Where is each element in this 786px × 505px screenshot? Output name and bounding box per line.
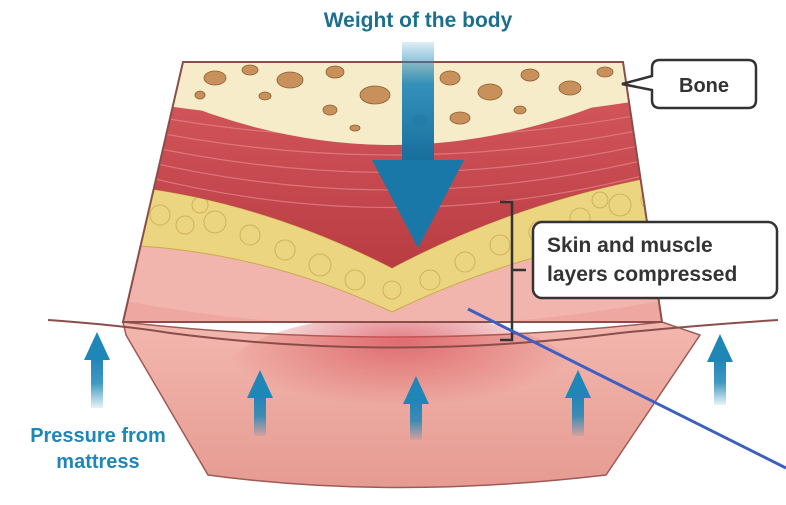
pressure-arrow-far-right: [707, 334, 733, 405]
compressed-label-line1: Skin and muscle: [547, 234, 713, 257]
bone-callout: Bone: [622, 60, 756, 108]
bone-label: Bone: [679, 75, 729, 97]
pressure-arrow-far-left: [84, 332, 110, 408]
pressure-label-line2: mattress: [56, 451, 139, 473]
title: Weight of the body: [324, 9, 513, 32]
compressed-label-line2: layers compressed: [547, 263, 737, 286]
pressure-label-line1: Pressure from: [30, 425, 166, 447]
compressed-callout: Skin and muscle layers compressed: [533, 222, 777, 298]
